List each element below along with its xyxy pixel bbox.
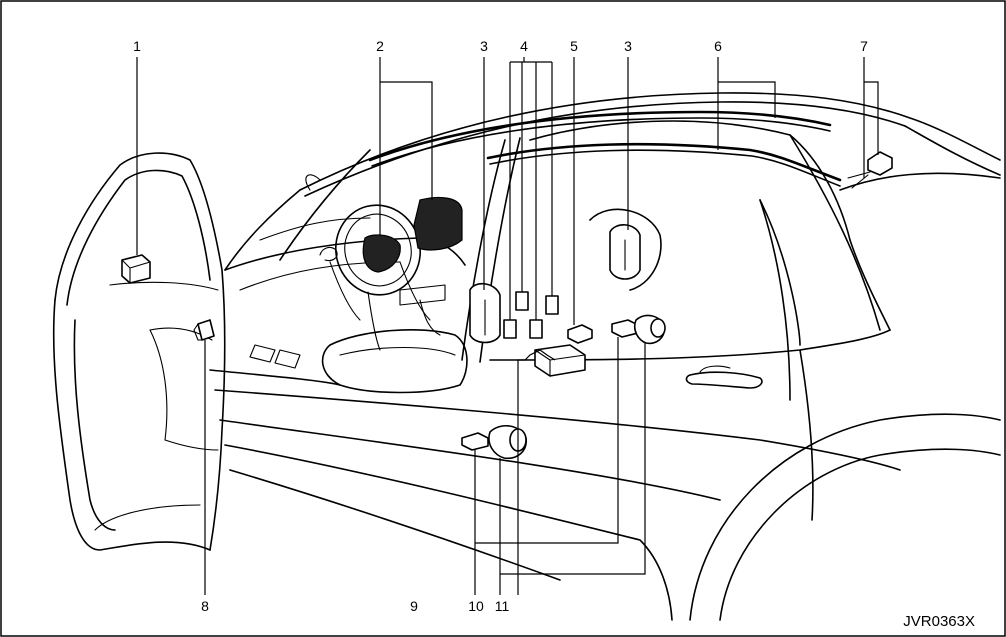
part-11-sensor-lower bbox=[488, 425, 527, 460]
figure-code: JVR0363X bbox=[903, 613, 975, 630]
callout-1: 1 bbox=[133, 38, 141, 54]
part-4-sensor-b bbox=[515, 291, 529, 311]
part-10-connector-lower bbox=[461, 432, 489, 451]
callout-8: 8 bbox=[201, 598, 209, 614]
part-4-sensor-a bbox=[503, 319, 517, 339]
part-7-inflator bbox=[867, 151, 893, 176]
part-5-sensor bbox=[567, 324, 593, 344]
part-1-door-sensor bbox=[121, 254, 151, 284]
callout-3-rear: 3 bbox=[624, 38, 632, 54]
front-door bbox=[52, 152, 226, 551]
callout-6: 6 bbox=[714, 38, 722, 54]
part-6-curtain-airbag-lower bbox=[486, 142, 842, 182]
callout-10: 10 bbox=[468, 598, 484, 614]
part-2-driver-airbag bbox=[362, 234, 401, 273]
leader-lines bbox=[136, 57, 879, 595]
callout-9: 9 bbox=[410, 598, 418, 614]
part-6-curtain-airbag-upper bbox=[368, 110, 832, 162]
callout-5: 5 bbox=[570, 38, 578, 54]
callout-7: 7 bbox=[860, 38, 868, 54]
part-4-sensor-c bbox=[529, 319, 543, 339]
car-body bbox=[209, 92, 1001, 621]
part-8-door-sensor bbox=[197, 319, 215, 341]
part-11-sensor-upper bbox=[633, 314, 666, 345]
callout-2: 2 bbox=[376, 38, 384, 54]
part-2-passenger-airbag bbox=[413, 196, 463, 251]
callout-4: 4 bbox=[520, 38, 528, 54]
callout-11: 11 bbox=[495, 598, 510, 614]
part-9-control-unit bbox=[534, 344, 586, 377]
callout-labels: 1 2 3 4 5 3 6 7 8 9 10 11 JVR0363X bbox=[133, 38, 975, 630]
part-4-sensor-d bbox=[545, 295, 559, 315]
callout-3-front: 3 bbox=[480, 38, 488, 54]
airbag-components bbox=[121, 110, 893, 460]
